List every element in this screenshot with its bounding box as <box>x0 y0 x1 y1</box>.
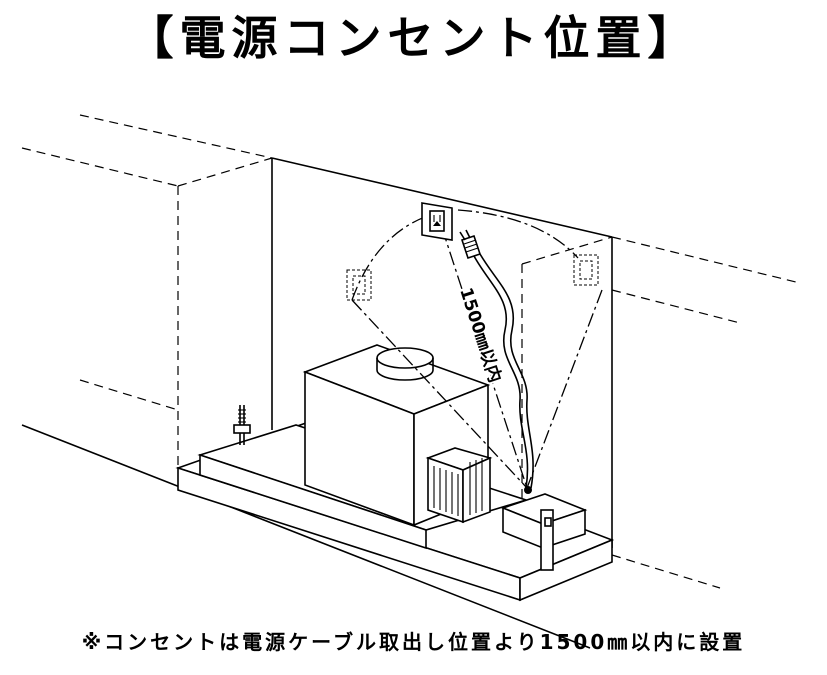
reach-lines <box>351 209 603 489</box>
hanging-bolt <box>233 405 251 445</box>
distance-label: 1500㎜以内 <box>455 285 505 385</box>
footnote: ※コンセントは電源ケーブル取出し位置より1500㎜以内に設置 <box>81 630 746 654</box>
power-cable <box>473 253 534 489</box>
power-plug <box>459 229 482 260</box>
diagram-title: 【電源コンセント位置】 <box>127 11 700 65</box>
wall-panel <box>21 157 613 649</box>
wall-outlet <box>421 202 453 241</box>
alt-outlet-left <box>346 269 372 301</box>
cable-exit-point <box>524 486 532 494</box>
alt-outlet-right <box>573 254 599 286</box>
vent-cover <box>425 447 493 524</box>
control-box <box>500 493 588 571</box>
